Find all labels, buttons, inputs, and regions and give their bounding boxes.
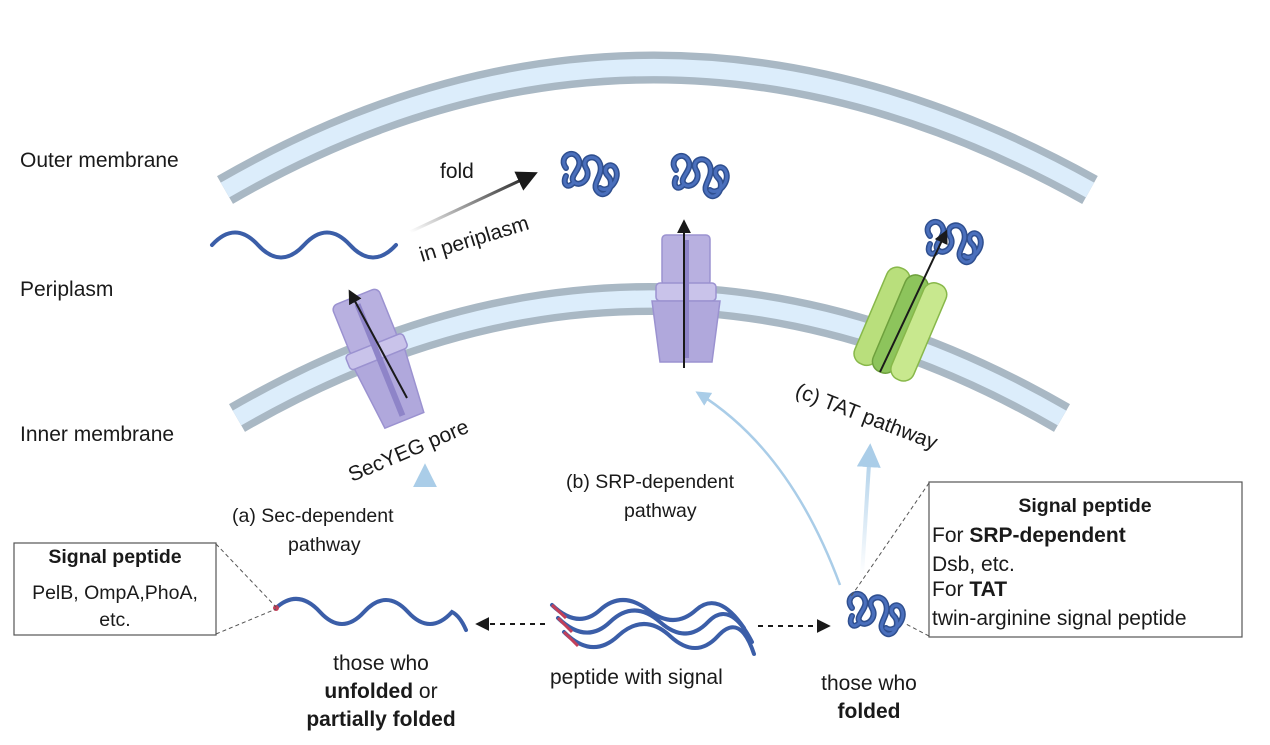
periplasm-unfolded-peptide bbox=[210, 230, 398, 260]
left-box-line1: PelB, OmpA,PhoA, bbox=[32, 582, 198, 604]
partially-folded-label: partially folded bbox=[306, 708, 455, 731]
sec-pathway-label-2: pathway bbox=[288, 534, 361, 556]
left-signal-peptide-box: Signal peptide PelB, OmpA,PhoA, etc. bbox=[13, 542, 217, 636]
peptide-with-signal bbox=[550, 598, 756, 656]
right-box-tat-prefix: For bbox=[932, 578, 969, 601]
unfolded-signal-dot bbox=[273, 605, 279, 611]
folded-protein-bottom bbox=[850, 594, 903, 634]
srp-up-arrow bbox=[695, 391, 842, 586]
center-peptide-label: peptide with signal bbox=[550, 666, 723, 689]
signal-segments bbox=[550, 603, 580, 648]
secyeg-pore bbox=[332, 288, 425, 430]
unfolded-label-2: unfolded or bbox=[324, 680, 437, 703]
outer-membrane bbox=[217, 51, 1098, 204]
right-box-srp-bold: SRP-dependent bbox=[969, 524, 1125, 547]
folded-label-2: folded bbox=[838, 700, 901, 723]
left-box-line2: etc. bbox=[99, 609, 130, 631]
tat-transport-arrow bbox=[879, 229, 948, 373]
unfolded-label-1: those who bbox=[333, 652, 429, 675]
right-box-tat-bold: TAT bbox=[969, 578, 1007, 601]
sec-transport-arrow bbox=[348, 289, 408, 399]
periplasm-label: Periplasm bbox=[20, 278, 113, 301]
right-callout-line-top bbox=[849, 482, 930, 599]
inner-membrane-label: Inner membrane bbox=[20, 423, 174, 446]
left-box-title: Signal peptide bbox=[48, 546, 181, 568]
srp-pore bbox=[651, 234, 721, 363]
or-text: or bbox=[413, 680, 438, 703]
sec-pathway-label-1: (a) Sec-dependent bbox=[232, 505, 394, 527]
right-callout-line-bottom bbox=[905, 623, 930, 637]
right-box-srp: For SRP-dependent bbox=[932, 524, 1126, 547]
right-box-title: Signal peptide bbox=[1018, 495, 1151, 517]
tat-up-arrow bbox=[856, 443, 881, 576]
left-callout-line-bottom bbox=[215, 608, 277, 635]
secyeg-pore-label: SecYEG pore bbox=[345, 415, 472, 486]
right-signal-peptide-box: Signal peptide For SRP-dependent Dsb, et… bbox=[928, 481, 1243, 638]
folded-protein-fold bbox=[564, 154, 617, 194]
fold-arrow bbox=[409, 171, 538, 234]
srp-pathway-label-2: pathway bbox=[624, 500, 697, 522]
right-box-tat-line2: twin-arginine signal peptide bbox=[932, 607, 1187, 630]
unfolded-peptide bbox=[274, 597, 468, 632]
outer-membrane-label: Outer membrane bbox=[20, 149, 179, 172]
right-box-srp-prefix: For bbox=[932, 524, 969, 547]
unfolded-bold: unfolded bbox=[324, 680, 413, 703]
tat-pathway-label: (c) TAT pathway bbox=[792, 379, 941, 454]
srp-pathway-label-1: (b) SRP-dependent bbox=[566, 471, 735, 493]
right-box-tat: For TAT bbox=[932, 578, 1007, 601]
fold-label: fold bbox=[440, 160, 474, 183]
left-callout-line-top bbox=[215, 543, 277, 608]
folded-protein-srp bbox=[674, 156, 727, 196]
folded-label-1: those who bbox=[821, 672, 917, 695]
right-box-srp-line2: Dsb, etc. bbox=[932, 553, 1015, 576]
